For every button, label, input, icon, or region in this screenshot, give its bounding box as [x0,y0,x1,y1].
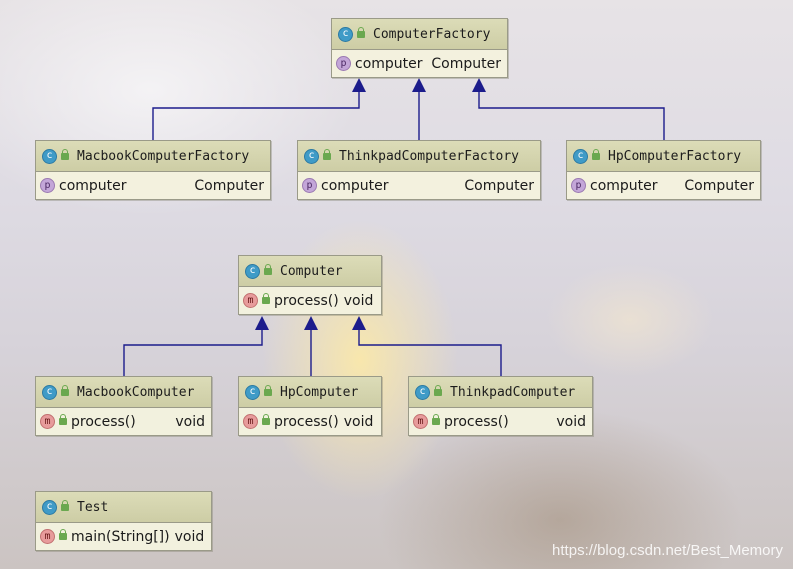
class-icon: c [42,148,57,164]
arrowhead-hp-factory [472,78,486,92]
member-type: void [174,528,205,545]
class-test[interactable]: c Test m main(String[]) void [35,491,212,551]
watermark: https://blog.csdn.net/Best_Memory [552,542,783,559]
member-type: void [343,292,374,309]
class-icon: c [245,384,260,400]
class-name: MacbookComputerFactory [77,148,250,164]
connector-hp-factory [478,90,665,140]
class-icon: c [42,384,57,400]
lock-icon [262,414,270,425]
class-hp-computer-factory[interactable]: c HpComputerFactory p computer Computer [566,140,761,200]
class-header: c HpComputerFactory [567,141,760,172]
lock-icon [323,148,331,160]
connector-macbook-computer [123,330,263,376]
lock-icon [59,414,67,425]
member-type: Computer [684,177,754,194]
class-header: c ComputerFactory [332,19,507,50]
class-name: Test [77,499,109,515]
class-name: HpComputerFactory [608,148,742,164]
class-header: c MacbookComputer [36,377,211,408]
member-name: computer [590,177,658,194]
class-icon: c [245,263,260,279]
member-row[interactable]: m process() void [409,408,592,435]
arrowhead-hp-computer [304,316,318,330]
class-name: MacbookComputer [77,384,195,400]
arrowhead-macbook-computer [255,316,269,330]
member-type: Computer [431,55,501,72]
class-hp-computer[interactable]: c HpComputer m process() void [238,376,382,436]
class-name: ComputerFactory [373,26,491,42]
lock-icon [592,148,600,160]
lock-icon [357,26,365,38]
class-header: c MacbookComputerFactory [36,141,270,172]
arrowhead-macbook-factory [352,78,366,92]
method-icon: m [243,414,258,429]
class-name: Computer [280,263,343,279]
method-icon: m [413,414,428,429]
member-row[interactable]: m main(String[]) void [36,523,211,550]
member-name: process() [444,413,509,430]
member-type: void [556,413,586,430]
member-row[interactable]: p computer Computer [332,50,507,77]
class-icon: c [304,148,319,164]
member-name: computer [355,55,423,72]
member-type: Computer [464,177,534,194]
class-header: c Test [36,492,211,523]
lock-icon [61,148,69,160]
member-row[interactable]: p computer Computer [567,172,760,199]
member-name: process() [274,413,339,430]
class-macbook-computer[interactable]: c MacbookComputer m process() void [35,376,212,436]
class-thinkpad-computer-factory[interactable]: c ThinkpadComputerFactory p computer Com… [297,140,541,200]
arrowhead-thinkpad-factory [412,78,426,92]
class-thinkpad-computer[interactable]: c ThinkpadComputer m process() void [408,376,593,436]
property-icon: p [571,178,586,193]
member-name: main(String[]) [71,528,170,545]
method-icon: m [40,414,55,429]
member-type: void [343,413,374,430]
method-icon: m [40,529,55,544]
class-macbook-computer-factory[interactable]: c MacbookComputerFactory p computer Comp… [35,140,271,200]
class-name: ThinkpadComputer [450,384,576,400]
class-icon: c [338,26,353,42]
arrowhead-thinkpad-computer [352,316,366,330]
member-row[interactable]: p computer Computer [36,172,270,199]
class-header: c Computer [239,256,381,287]
class-icon: c [415,384,430,400]
class-header: c HpComputer [239,377,381,408]
connector-macbook-factory [152,90,360,140]
member-row[interactable]: m process() void [239,408,381,435]
lock-icon [61,384,69,396]
class-header: c ThinkpadComputerFactory [298,141,540,172]
member-row[interactable]: m process() void [36,408,211,435]
member-name: process() [274,292,339,309]
class-name: HpComputer [280,384,359,400]
lock-icon [264,263,272,275]
class-icon: c [42,499,57,515]
property-icon: p [40,178,55,193]
class-header: c ThinkpadComputer [409,377,592,408]
class-computer-factory[interactable]: c ComputerFactory p computer Computer [331,18,508,78]
property-icon: p [302,178,317,193]
lock-icon [264,384,272,396]
lock-icon [262,293,270,304]
lock-icon [434,384,442,396]
member-row[interactable]: m process() void [239,287,381,314]
member-row[interactable]: p computer Computer [298,172,540,199]
connector-thinkpad-computer [358,330,502,376]
member-type: Computer [194,177,264,194]
lock-icon [432,414,440,425]
method-icon: m [243,293,258,308]
lock-icon [61,499,69,511]
member-name: process() [71,413,136,430]
lock-icon [59,529,67,540]
class-name: ThinkpadComputerFactory [339,148,520,164]
property-icon: p [336,56,351,71]
class-computer[interactable]: c Computer m process() void [238,255,382,315]
member-name: computer [321,177,389,194]
class-icon: c [573,148,588,164]
member-name: computer [59,177,127,194]
member-type: void [175,413,205,430]
